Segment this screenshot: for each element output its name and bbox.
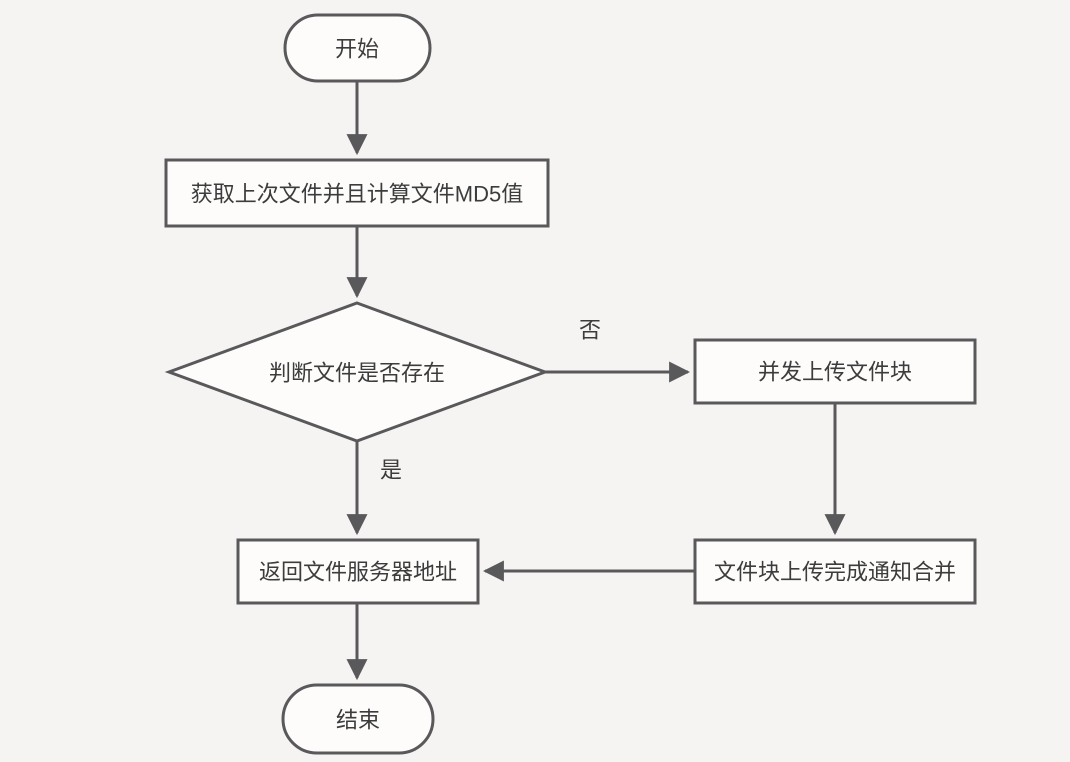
notify-merge-process-shape [693, 538, 977, 605]
start-terminal-label: 开始 [335, 37, 379, 62]
edge-label-no: 否 [579, 318, 601, 343]
return-server-address-process-shape [236, 538, 480, 605]
notify-merge-process-label: 文件块上传完成通知合并 [714, 560, 956, 585]
node-notify-merge: 文件块上传完成通知合并 [693, 538, 977, 605]
node-get-file-md5: 获取上次文件并且计算文件MD5值 [164, 158, 550, 228]
node-concurrent-upload: 并发上传文件块 [693, 338, 977, 405]
end-terminal-label: 结束 [336, 708, 380, 733]
return-server-address-process-label: 返回文件服务器地址 [259, 560, 457, 585]
concurrent-upload-process-label: 并发上传文件块 [758, 360, 912, 385]
node-return-server-address: 返回文件服务器地址 [236, 538, 480, 605]
edge-label-yes: 是 [380, 458, 402, 483]
file-exists-decision-label: 判断文件是否存在 [269, 361, 445, 386]
get-file-md5-process-label: 获取上次文件并且计算文件MD5值 [191, 182, 523, 207]
node-end: 结束 [281, 683, 435, 755]
node-file-exists: 判断文件是否存在 [164, 301, 550, 443]
get-file-md5-process-shape [164, 158, 550, 228]
end-terminal-shape [281, 683, 435, 755]
node-start: 开始 [283, 13, 432, 83]
file-exists-decision-shape [164, 301, 550, 443]
concurrent-upload-process-shape [693, 338, 977, 405]
start-terminal-shape [283, 13, 432, 83]
